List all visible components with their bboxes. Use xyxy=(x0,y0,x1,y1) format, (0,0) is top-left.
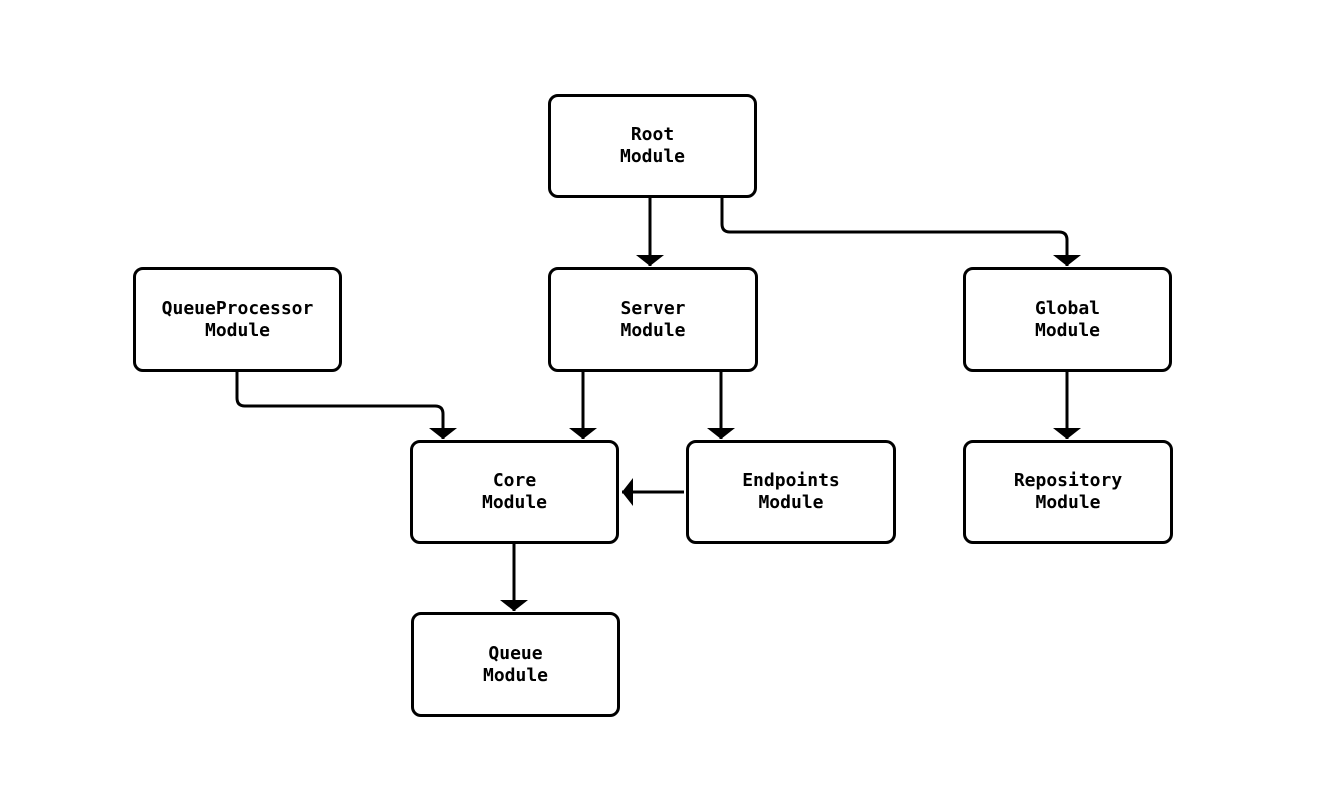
node-queueprocessor-label: QueueProcessor Module xyxy=(161,297,314,341)
node-global-label: Global Module xyxy=(1034,297,1101,341)
node-queue: Queue Module xyxy=(411,612,620,717)
node-server: Server Module xyxy=(548,267,758,372)
node-queueprocessor: QueueProcessor Module xyxy=(133,267,342,372)
node-queue-label: Queue Module xyxy=(482,642,549,686)
node-repository-label: Repository Module xyxy=(1013,470,1123,513)
edge-root-to-global xyxy=(720,197,1081,266)
node-core-label: Core Module xyxy=(481,470,548,513)
node-core: Core Module xyxy=(410,440,619,544)
node-endpoints: Endpoints Module xyxy=(686,440,896,544)
node-root-label: Root Module xyxy=(619,124,686,167)
edge-group xyxy=(235,197,1081,611)
edge-queueprocessor-to-core xyxy=(235,371,457,439)
node-global: Global Module xyxy=(963,267,1172,372)
node-endpoints-label: Endpoints Module xyxy=(742,470,840,513)
node-repository: Repository Module xyxy=(963,440,1173,544)
node-server-label: Server Module xyxy=(620,297,686,341)
node-root: Root Module xyxy=(548,94,757,198)
